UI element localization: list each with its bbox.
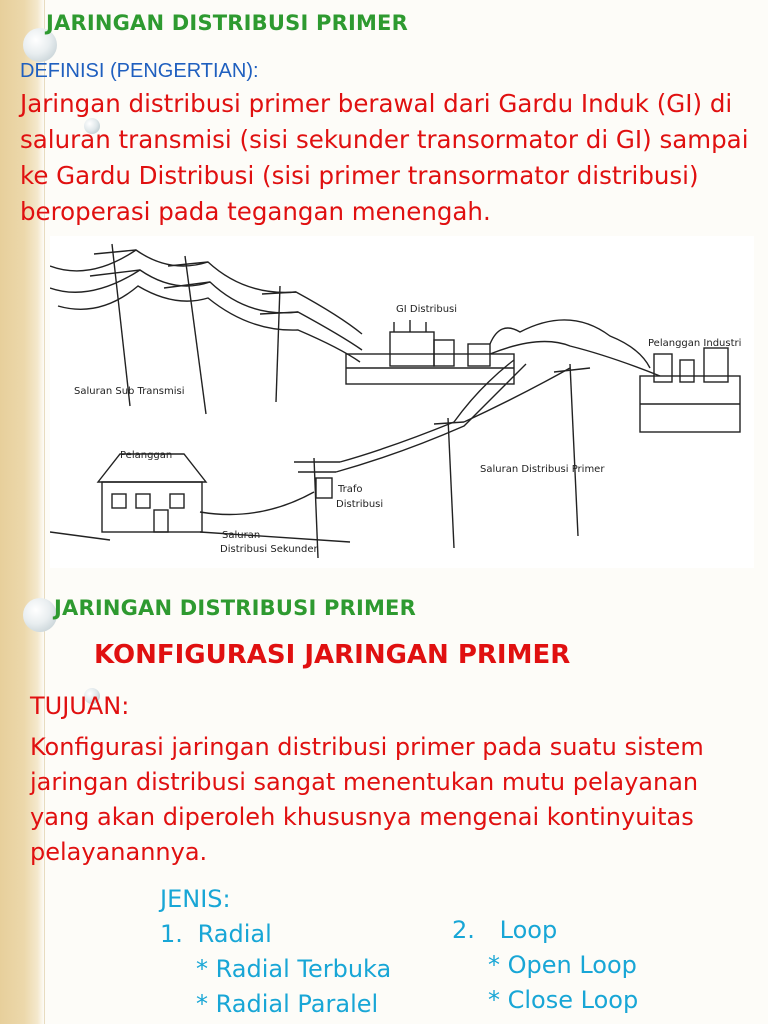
subtype-open-loop: * Open Loop — [488, 951, 637, 979]
slide-2: JARINGAN DISTRIBUSI PRIMER KONFIGURASI J… — [0, 572, 768, 1024]
label-saluran-sub-transmisi: Saluran Sub Transmisi — [74, 386, 185, 397]
decorative-side-strip — [0, 572, 44, 1024]
subtype-close-loop: * Close Loop — [488, 986, 639, 1014]
subtype-radial-paralel: * Radial Paralel — [196, 990, 379, 1018]
type-list-radial: JENIS: 1. Radial * Radial Terbuka * Radi… — [160, 882, 391, 1022]
jenis-label: JENIS: — [160, 885, 231, 913]
type-item-radial: 1. Radial — [160, 917, 391, 952]
type-number: 1. — [160, 920, 183, 948]
type-name: Loop — [499, 916, 558, 944]
type-number: 2. — [452, 916, 475, 944]
label-saluran-distribusi-primer: Saluran Distribusi Primer — [480, 464, 605, 475]
definition-label: DEFINISI (PENGERTIAN): — [20, 60, 259, 82]
label-distribusi-sekunder: Distribusi Sekunder — [220, 544, 319, 555]
decorative-orb-small — [84, 688, 100, 704]
tujuan-label: TUJUAN: — [30, 692, 130, 720]
tujuan-text: Konfigurasi jaringan distribusi primer p… — [30, 733, 704, 866]
decorative-orb-large — [23, 598, 57, 632]
slide-title: JARINGAN DISTRIBUSI PRIMER — [54, 596, 416, 620]
decorative-divider — [44, 0, 45, 572]
label-gi-distribusi: GI Distribusi — [396, 304, 457, 315]
label-trafo: Trafo — [337, 484, 363, 495]
type-list-loop: 2. Loop * Open Loop * Close Loop — [452, 913, 638, 1018]
label-pelanggan: Pelanggan — [120, 450, 172, 461]
type-item-loop: 2. Loop — [452, 913, 638, 948]
distribution-network-diagram: GI Distribusi Pelanggan Industri Saluran… — [50, 236, 754, 568]
label-distribusi: Distribusi — [336, 499, 383, 510]
slide-title: JARINGAN DISTRIBUSI PRIMER — [46, 11, 408, 35]
decorative-side-strip — [0, 0, 44, 572]
configuration-heading: KONFIGURASI JARINGAN PRIMER — [94, 640, 571, 670]
label-pelanggan-industri: Pelanggan Industri — [648, 338, 741, 349]
decorative-orb-large — [23, 28, 57, 62]
label-saluran: Saluran — [222, 530, 260, 541]
decorative-orb-small — [84, 118, 100, 134]
subtype-radial-terbuka: * Radial Terbuka — [196, 955, 392, 983]
slide-1: JARINGAN DISTRIBUSI PRIMER DEFINISI (PEN… — [0, 0, 754, 572]
type-name: Radial — [197, 920, 272, 948]
decorative-divider — [44, 572, 45, 1024]
definition-text: Jaringan distribusi primer berawal dari … — [20, 89, 749, 226]
